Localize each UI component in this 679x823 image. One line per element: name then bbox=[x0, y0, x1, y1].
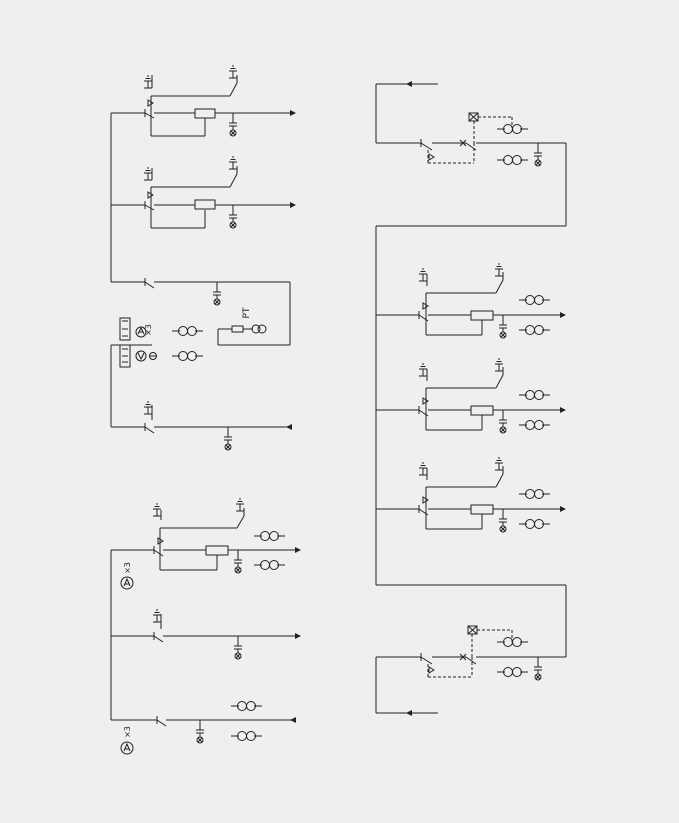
svg-text:×3: ×3 bbox=[123, 562, 132, 574]
incoming-top bbox=[375, 81, 566, 167]
ammeter-icon-bottom: ×3 bbox=[120, 726, 134, 755]
pt-label: PT bbox=[242, 307, 252, 318]
svg-text:×3: ×3 bbox=[123, 726, 132, 738]
incoming-bottom bbox=[375, 625, 566, 716]
feeder-l1 bbox=[111, 65, 296, 137]
pt-section: PT bbox=[111, 278, 291, 361]
left-top-bus bbox=[110, 113, 152, 427]
ammeter-icon: ×3 bbox=[135, 324, 153, 338]
feeder-l4 bbox=[111, 498, 301, 574]
meter-group bbox=[119, 317, 131, 368]
feeder-r1 bbox=[376, 263, 566, 339]
feeder-r3 bbox=[376, 457, 566, 533]
ammeter-icon-mid: ×3 bbox=[120, 562, 134, 590]
feeder-l5 bbox=[111, 609, 301, 660]
voltmeter-icon bbox=[135, 350, 157, 362]
feeder-l3 bbox=[111, 401, 292, 451]
feeder-l2 bbox=[111, 156, 296, 229]
feeder-r2 bbox=[376, 358, 566, 434]
feeder-l6 bbox=[111, 701, 296, 744]
svg-text:×3: ×3 bbox=[144, 324, 153, 336]
right-bus bbox=[375, 143, 567, 657]
